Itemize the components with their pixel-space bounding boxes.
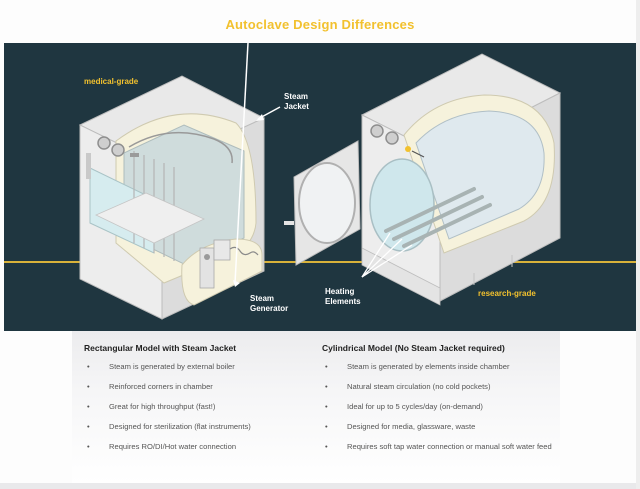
rectangular-model-heading: Rectangular Model with Steam Jacket	[84, 343, 237, 353]
list-item: •Designed for sterilization (flat instru…	[87, 422, 251, 431]
list-item: •Designed for media, glassware, waste	[325, 422, 476, 431]
label-heating-elements: Heating Elements	[325, 287, 361, 306]
label-steam-generator: Steam Generator	[250, 294, 289, 313]
bottom-border	[0, 483, 640, 489]
list-item: •Reinforced corners in chamber	[87, 382, 213, 391]
list-item: •Ideal for up to 5 cycles/day (on-demand…	[325, 402, 483, 411]
label-steam-jacket: Steam Jacket	[284, 92, 309, 111]
rectangular-autoclave	[78, 43, 281, 320]
page-title: Autoclave Design Differences	[225, 17, 415, 32]
list-item: •Steam is generated by external boiler	[87, 362, 235, 371]
cylindrical-model-list: •Steam is generated by elements inside c…	[322, 362, 557, 452]
comparison-section: Rectangular Model with Steam Jacket •Ste…	[72, 331, 560, 483]
list-item: •Great for high throughput (fast!)	[87, 402, 216, 411]
cylindrical-model-column: Cylindrical Model (No Steam Jacket requi…	[322, 343, 557, 462]
right-border	[636, 0, 640, 489]
rectangular-model-column: Rectangular Model with Steam Jacket •Ste…	[84, 343, 314, 462]
cylindrical-model-heading: Cylindrical Model (No Steam Jacket requi…	[322, 343, 505, 353]
autoclave-illustration	[4, 43, 636, 320]
rectangular-model-list: •Steam is generated by external boiler •…	[84, 362, 314, 452]
label-research-grade: research-grade	[478, 289, 536, 298]
list-item: •Requires soft tap water connection or m…	[325, 442, 552, 451]
illustration-panel: medical-grade Steam Jacket Steam Generat…	[4, 43, 636, 331]
list-item: •Natural steam circulation (no cold pock…	[325, 382, 491, 391]
list-item: •Steam is generated by elements inside c…	[325, 362, 510, 371]
list-item: •Requires RO/DI/Hot water connection	[87, 442, 237, 451]
label-medical-grade: medical-grade	[84, 77, 139, 86]
cylindrical-autoclave	[284, 53, 562, 306]
